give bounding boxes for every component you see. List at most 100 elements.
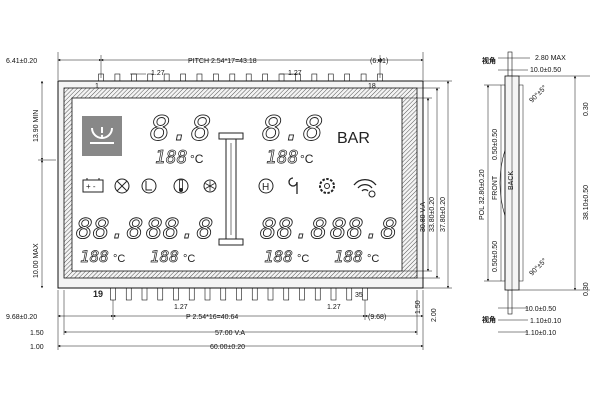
pin — [220, 287, 227, 301]
side-angle-top: 90°±5° — [528, 84, 549, 105]
pin — [131, 73, 137, 82]
front-view: 8.8 188 °C 8.8 188 °C BAR + - — [6, 52, 452, 351]
pin — [362, 287, 368, 301]
celsius-bottom-1: °C — [113, 253, 125, 265]
digits-bottom-4: 88.8 — [330, 212, 397, 245]
pin — [346, 287, 353, 301]
dim-width-margin: 1.00 — [30, 344, 44, 351]
side-top-glass: 10.0±0.50 — [530, 67, 561, 74]
digits-bottom-1: 88.8 — [76, 212, 143, 245]
pin — [267, 287, 274, 301]
dim-bottom-pitch: P 2.54*16=40.64 — [186, 314, 238, 321]
side-view: 2.80 MAX 10.0±0.50 视角 90°±5° 38.10±0.50 … — [479, 51, 590, 337]
side-bottom-pin-2: 1.10±0.10 — [525, 330, 556, 337]
pin — [278, 73, 285, 82]
side-pol-height: POL 32.80±0.20 — [479, 169, 486, 220]
dim-va-height: 30.80 V.A — [420, 202, 427, 232]
pin — [283, 287, 290, 301]
side-top-thickness: 2.80 MAX — [535, 55, 566, 62]
pin — [314, 287, 321, 301]
pin — [188, 287, 195, 301]
dim-total-width: 60.00±0.20 — [210, 344, 245, 351]
dim-va-width: 57.00 V.A — [215, 330, 245, 337]
side-gap-bottom: 0.30 — [583, 282, 590, 296]
pin — [236, 287, 242, 301]
celsius-bottom-2: °C — [183, 253, 195, 265]
side-bottom-label-cn: 视角 — [482, 315, 496, 324]
pin — [245, 73, 252, 82]
pin — [204, 287, 211, 301]
svg-text:H: H — [262, 182, 269, 193]
pin — [229, 73, 236, 82]
pin — [299, 287, 305, 301]
gear-icon — [319, 178, 335, 194]
dim-bottom-gap: 1.50 — [415, 300, 422, 314]
pin — [311, 73, 318, 82]
pin — [125, 287, 132, 301]
snowflake-icon — [203, 179, 217, 193]
side-bottom-glass: 10.0±0.50 — [525, 306, 556, 313]
bar-unit-label: BAR — [337, 130, 370, 147]
dim-total-height: 37.80±0.20 — [440, 197, 447, 232]
bottom-pins — [110, 287, 368, 301]
dim-bottom-right-offset: (9.68) — [368, 314, 386, 321]
dim-bottom-left-offset: 9.68±0.20 — [6, 314, 37, 321]
pin — [110, 287, 116, 301]
pin — [213, 73, 219, 82]
celsius-bottom-4: °C — [367, 253, 379, 265]
wrench-icon — [288, 177, 298, 194]
pin — [196, 73, 203, 82]
h-circle-icon: H — [258, 178, 274, 194]
digits-top-right-small: 188 — [266, 147, 299, 168]
dim-left-top-min: 13.90 MIN — [33, 110, 40, 142]
pin — [163, 73, 170, 82]
celsius-bottom-3: °C — [297, 253, 309, 265]
dim-top-right-offset: (6.41) — [370, 58, 388, 65]
svg-text:+ -: + - — [86, 182, 96, 191]
digits-bottom-3: 88.8 — [260, 212, 327, 245]
dim-left-bottom-max: 10.00 MAX — [33, 243, 40, 278]
pin — [262, 73, 268, 82]
dim-top-left-offset: 6.41±0.20 — [6, 58, 37, 65]
pin — [330, 287, 337, 301]
pin-19-label: 19 — [93, 289, 103, 299]
side-total: 38.10±0.50 — [583, 185, 590, 220]
side-pol-front: 0.50±0.50 — [492, 129, 499, 160]
pin-18-label: 18 — [368, 83, 376, 90]
pin — [141, 287, 148, 301]
viewing-area — [71, 97, 403, 272]
bar-gauge — [218, 132, 244, 246]
pin — [344, 73, 350, 82]
fan-off-icon — [114, 178, 130, 194]
thermometer-icon — [173, 178, 189, 194]
tire-pressure-icon — [82, 116, 122, 156]
side-bottom-pin: 1.10±0.10 — [530, 318, 561, 325]
celsius-top-left: °C — [190, 152, 204, 166]
digits-top-left: 8.8 — [150, 109, 211, 149]
side-pol-back: 0.50±0.50 — [492, 241, 499, 272]
dim-bottom-gap-right: 1.27 — [327, 304, 341, 311]
wifi-icon — [353, 179, 377, 198]
pin — [327, 73, 334, 82]
dim-glass-height: 33.80±0.20 — [429, 197, 436, 232]
pin — [180, 73, 186, 82]
dim-va-margin: 1.50 — [30, 330, 44, 337]
battery-icon: + - — [82, 178, 104, 193]
celsius-top-right: °C — [300, 152, 314, 166]
side-front-label: FRONT — [492, 175, 499, 200]
digits-bottom-3-small: 188 — [264, 247, 293, 266]
dim-top-gap-right: 1.27 — [288, 70, 302, 77]
digits-bottom-2-small: 188 — [150, 247, 179, 266]
side-top-label-cn: 视角 — [482, 56, 496, 65]
digits-bottom-4-small: 188 — [334, 247, 363, 266]
pin — [251, 287, 258, 301]
dim-top-gap-left: 1.27 — [151, 70, 165, 77]
side-back-label: BACK — [508, 171, 515, 190]
level-icon — [141, 178, 157, 194]
pin — [157, 287, 164, 301]
pin-1-label: 1 — [95, 83, 99, 90]
side-gap-top: 0.30 — [583, 102, 590, 116]
digits-top-left-small: 188 — [155, 147, 188, 168]
pin — [114, 73, 121, 82]
